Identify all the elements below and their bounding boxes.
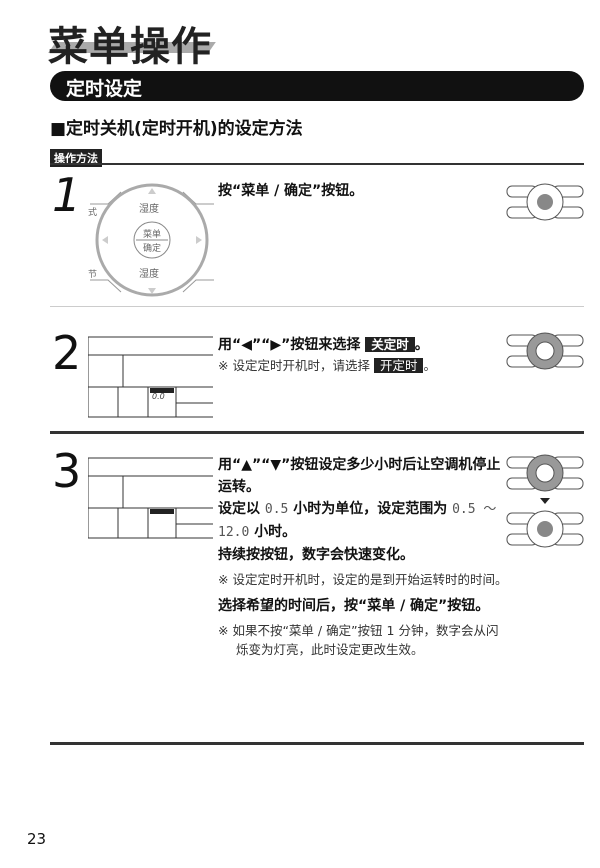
display-illustration [88, 336, 213, 418]
step-2-note: ※ 设定定时开机时，请选择 [218, 358, 370, 373]
divider [50, 431, 584, 434]
step-3-note-1: ※ 设定定时开机时，设定的是到开始运转时的时间。 [218, 572, 508, 587]
page-title: 菜单操作 [48, 24, 212, 70]
step-3-range: 设定以 0.5 小时为单位，设定范围为 0.5 ～ 12.0 小时。 [218, 498, 508, 544]
step-number: 2 [52, 326, 82, 380]
text: 小时为单位，设定范围为 [293, 501, 448, 517]
method-tag: 操作方法 [50, 149, 102, 167]
left-right-buttons-icon [506, 332, 584, 370]
step-2-instruction: 用“◀”“▶”按钮来选择 [218, 337, 361, 353]
page-number: 23 [27, 830, 47, 848]
text: 小时。 [254, 524, 297, 540]
lcd-value: 0.0 [152, 392, 165, 401]
step-3-instruction: 用“▲”“▼”按钮设定多少小时后让空调机停止运转。 [218, 457, 501, 495]
step-1-text: 按“菜单 / 确定”按钮。 [218, 183, 364, 199]
section-bar: 定时设定 [50, 71, 584, 101]
step-3-note-2: ※ 如果不按“菜单 / 确定”按钮 1 分钟，数字会从闪烁变为灯亮，此时设定更改… [218, 623, 499, 657]
button-label: 节 [88, 270, 98, 280]
divider [50, 306, 584, 307]
step-number: 3 [52, 444, 82, 498]
humidity-up-label: 湿度 [139, 204, 159, 215]
section-title: 定时设定 [66, 78, 143, 100]
display-illustration [88, 457, 213, 539]
step-number: 1 [52, 168, 82, 222]
divider [50, 742, 584, 745]
step-value: 0.5 [264, 502, 289, 517]
up-down-then-confirm-icon [506, 454, 584, 548]
text: 设定以 [218, 501, 260, 517]
step-2-text: 用“◀”“▶”按钮来选择 关定时。 ※ 设定定时开机时，请选择 开定时。 [218, 337, 436, 373]
step-3-hold-tip: 持续按按钮，数字会快速变化。 [218, 547, 414, 563]
range-value: 0.5 ～ 12.0 [218, 502, 497, 540]
subheading: ■定时关机(定时开机)的设定方法 [50, 119, 303, 139]
confirm-label: 确定 [143, 244, 162, 254]
off-timer-highlight: 关定时 [365, 337, 415, 352]
center-button-pressed-icon [506, 183, 584, 221]
divider [50, 163, 584, 165]
remote-control-illustration [90, 183, 214, 297]
mode-label: 式 [88, 208, 98, 218]
menu-label: 菜单 [143, 230, 162, 240]
step-3-text: 用“▲”“▼”按钮设定多少小时后让空调机停止运转。 设定以 0.5 小时为单位，… [218, 454, 508, 665]
on-timer-highlight: 开定时 [373, 358, 424, 373]
humidity-down-label: 湿度 [139, 269, 159, 280]
step-3-confirm: 选择希望的时间后，按“菜单 / 确定”按钮。 [218, 598, 490, 614]
